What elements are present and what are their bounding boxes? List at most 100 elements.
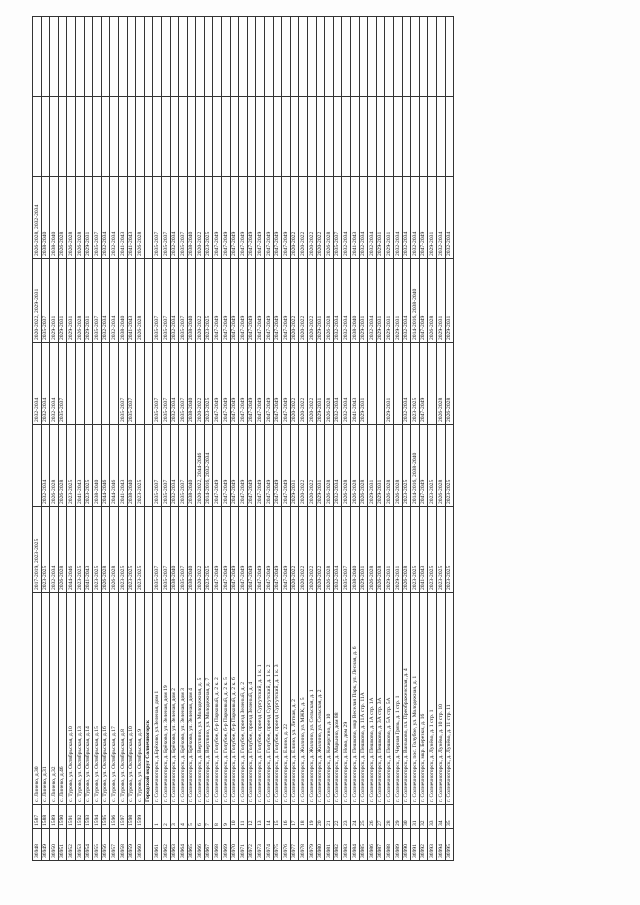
cell-period-3: 2026-2028 bbox=[436, 342, 445, 425]
cell-address: г. Солнечногорск, д. Брёхово, ул. Зелена… bbox=[178, 592, 188, 805]
cell-period-4: 2047-2049 bbox=[419, 258, 428, 343]
cell-period-2: 2035-2037 bbox=[161, 424, 170, 507]
cell-address: г. Солнечногорск, д. Лунёво, д. 10 стр. … bbox=[436, 592, 445, 805]
cell-empty bbox=[281, 96, 291, 177]
cell-empty bbox=[58, 96, 67, 177]
cell-period-5: 2035-2037 bbox=[92, 176, 102, 259]
cell-period-4: 2029-2031 bbox=[359, 258, 368, 343]
cell-empty bbox=[255, 16, 265, 97]
cell-empty bbox=[49, 16, 59, 97]
cell-empty bbox=[58, 16, 67, 97]
cell-period-5: 2041-2043 bbox=[127, 176, 136, 259]
cell-empty bbox=[307, 96, 317, 177]
cell-row-number: 1599 bbox=[135, 804, 145, 829]
cell-empty bbox=[341, 96, 351, 177]
cell-period-4: 2029-2031 bbox=[49, 258, 59, 343]
cell-address: с. Линево, д.30 bbox=[32, 592, 42, 805]
cell-record-id: 36978 bbox=[298, 828, 308, 861]
cell-row-number: 16 bbox=[281, 804, 291, 829]
cell-empty bbox=[402, 96, 411, 177]
cell-period-5: 2020-2022 bbox=[290, 176, 299, 259]
cell-row-number: 29 bbox=[393, 804, 403, 829]
cell-record-id: 36971 bbox=[238, 828, 248, 861]
cell-period-5: 2026-2028 bbox=[66, 176, 76, 259]
cell-period-4: 2047-2049 bbox=[281, 258, 291, 343]
cell-address: г. Солнечногорск, д. Голубое, проезд Сур… bbox=[273, 592, 282, 805]
cell-period-5: 2035-2037 bbox=[178, 176, 188, 259]
cell-period-2: 2026-2028 bbox=[49, 424, 59, 507]
cell-row-number: 11 bbox=[238, 804, 248, 829]
cell-period-1: 2047-2049 bbox=[230, 506, 239, 593]
cell-empty bbox=[367, 96, 377, 177]
cell-period-1: 2020-2022 bbox=[298, 506, 308, 593]
cell-period-3: 2020-2022 bbox=[290, 342, 299, 425]
cell-period-5: 2029-2031 bbox=[376, 176, 385, 259]
cell-period-4: 2038-2040 bbox=[187, 258, 196, 343]
cell-address: г. Солнечногорск, д. Пешково, д. 1А стр.… bbox=[367, 592, 377, 805]
cell-empty bbox=[324, 96, 334, 177]
cell-empty bbox=[75, 96, 85, 177]
cell-empty bbox=[402, 16, 411, 97]
cell-empty bbox=[367, 16, 377, 97]
cell-row-number: 26 bbox=[367, 804, 377, 829]
cell-empty bbox=[221, 96, 231, 177]
cell-record-id: 36975 bbox=[273, 828, 282, 861]
cell-period-5: 2041-2043 bbox=[350, 176, 360, 259]
cell-period-5: 2029-2031 bbox=[427, 176, 437, 259]
cell-period-2: 2026-2028 bbox=[324, 424, 334, 507]
cell-empty bbox=[341, 16, 351, 97]
cell-address: г. Солнечногорск, д. Пешково, д. 11А стр… bbox=[359, 592, 368, 805]
cell-address: г. Солнечногорск, д. Черная Грязь, д. 1 … bbox=[393, 592, 403, 805]
cell-record-id: 36991 bbox=[410, 828, 420, 861]
cell-address: г. Солнечногорск, д. Жилино, ул. Сельска… bbox=[316, 592, 325, 805]
cell-empty bbox=[144, 424, 153, 507]
cell-record-id: 36952 bbox=[66, 828, 76, 861]
cell-period-2: 2047-2049 bbox=[255, 424, 265, 507]
cell-period-5: 2047-2049 bbox=[255, 176, 265, 259]
cell-period-1: 2035-2037 bbox=[161, 506, 170, 593]
cell-period-2: 2014-2016, 2038-2040 bbox=[410, 424, 420, 507]
cell-period-1: 2026-2028 bbox=[109, 506, 119, 593]
cell-period-1: 2023-2025 bbox=[75, 506, 85, 593]
cell-empty bbox=[144, 258, 153, 343]
cell-empty bbox=[212, 96, 222, 177]
cell-period-1: 2032-2034 bbox=[49, 506, 59, 593]
cell-row-number: 7 bbox=[204, 804, 213, 829]
cell-address: г. Солнечногорск, д. Пешково, д. 5А стр.… bbox=[384, 592, 394, 805]
cell-period-3 bbox=[84, 342, 93, 425]
cell-period-5: 2038-2040 bbox=[49, 176, 59, 259]
cell-period-1: 2020-2022 bbox=[195, 506, 205, 593]
cell-period-3: 2047-2049 bbox=[419, 342, 428, 425]
cell-address: г. Солнечногорск, д. Брёхово, ул. Зелена… bbox=[170, 592, 179, 805]
cell-empty bbox=[66, 96, 76, 177]
cell-address: с. Линево, д.46 bbox=[58, 592, 67, 805]
cell-period-2: 2041-2043 bbox=[75, 424, 85, 507]
cell-record-id: 36977 bbox=[290, 828, 299, 861]
cell-period-3: 2020-2022 bbox=[307, 342, 317, 425]
cell-period-3: 2047-2049 bbox=[255, 342, 265, 425]
cell-record-id: 36965 bbox=[187, 828, 196, 861]
cell-empty bbox=[376, 96, 385, 177]
cell-period-3: 2035-2037 bbox=[58, 342, 67, 425]
cell-record-id: 36987 bbox=[376, 828, 385, 861]
cell-empty bbox=[419, 16, 428, 97]
cell-row-number: 14 bbox=[264, 804, 274, 829]
cell-period-4: 2035-2037 bbox=[41, 258, 50, 343]
cell-period-3: 2035-2037 bbox=[152, 342, 162, 425]
cell-row-number: 23 bbox=[341, 804, 351, 829]
cell-empty bbox=[144, 176, 153, 259]
cell-period-4: 2035-2037 bbox=[152, 258, 162, 343]
cell-row-number: 1597 bbox=[118, 804, 128, 829]
cell-empty bbox=[135, 96, 145, 177]
cell-address: г. Солнечногорск, д. Голубое, проезд Сур… bbox=[264, 592, 274, 805]
cell-period-4: 2029-2031 bbox=[436, 258, 445, 343]
